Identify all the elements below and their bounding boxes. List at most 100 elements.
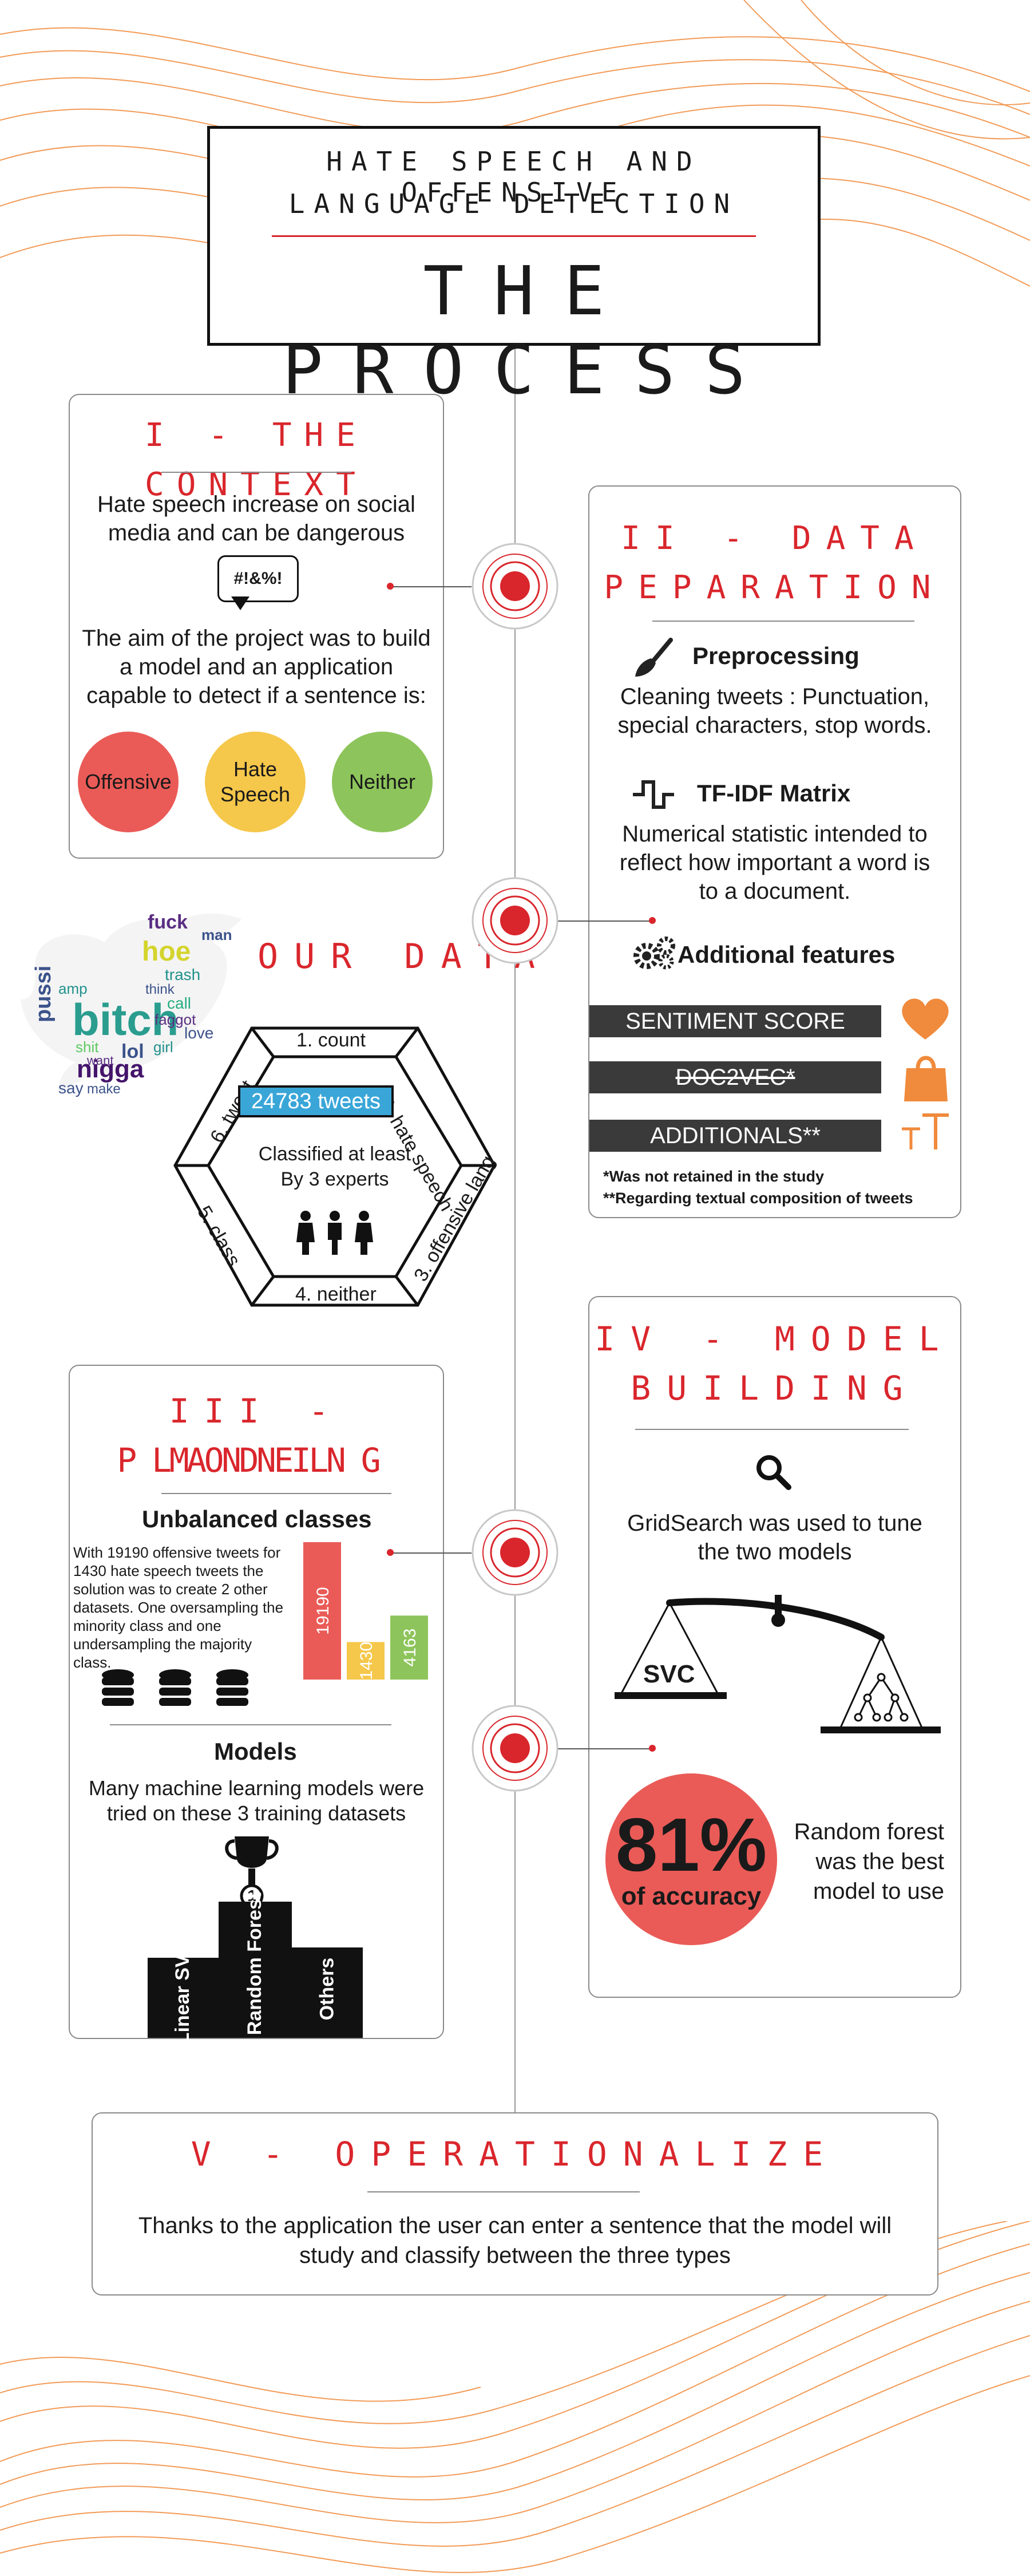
bubble-text: #!&%! [233, 569, 283, 588]
tweet-count-badge: 24783 tweets [238, 1085, 394, 1117]
preparation-heading-line2: PEPARATION [604, 569, 946, 606]
result-text: Random forest was the best model to use [794, 1819, 944, 1904]
preprocessing-title: Preprocessing [692, 642, 859, 669]
podium-linear-svc: Linear SVC [148, 1941, 219, 2044]
operationalize-panel: V - OPERATIONALIZE Thanks to the applica… [92, 2112, 938, 2296]
connector-1 [391, 586, 472, 587]
feature-note-1: *Was not retained in the study [603, 1168, 825, 1185]
word-call: call [167, 994, 191, 1012]
models-text: Many machine learning models were tried … [88, 1776, 425, 1825]
feature-additionals: ADDITIONALS** [589, 1120, 881, 1152]
word-girl: girl [153, 1038, 173, 1056]
podium-random-forest-label: Random Forest [244, 1892, 266, 2036]
bar-offensive-label: 19190 [314, 1587, 332, 1634]
context-intro: Hate speech increase on social media and… [97, 492, 415, 546]
preprocessing-text: Cleaning tweets : Punctuation, special c… [617, 684, 932, 738]
feature-doc2vec: DOC2VEC* [589, 1061, 881, 1093]
unbalanced-title: Unbalanced classes [142, 1506, 372, 1532]
preparation-heading-line1: II - DATA [621, 520, 929, 557]
accuracy-circle: 81% of accuracy [605, 1773, 777, 1945]
class-distribution-chart: 19190 1430 4163 [303, 1542, 428, 1680]
tfidf-title: TF-IDF Matrix [697, 780, 851, 807]
search-icon [756, 1455, 791, 1490]
bar-neither-label: 4163 [401, 1629, 419, 1667]
word-love: love [184, 1024, 213, 1042]
word-trash: trash [165, 966, 200, 983]
word-say: say [58, 1079, 84, 1097]
feature-sentiment-score: SENTIMENT SCORE [589, 1005, 881, 1037]
models-title: Models [214, 1738, 297, 1765]
header-title-line1: HATE SPEECH AND OFFENSIVE [326, 146, 702, 208]
trophy-icon [225, 1836, 279, 1907]
heart-icon [902, 998, 949, 1040]
word-nigga: nigga [77, 1055, 144, 1083]
connector-3-dot [387, 1549, 394, 1556]
word-lol: lol [121, 1041, 144, 1062]
class-offensive: Offensive [78, 732, 179, 832]
word-faggot: faggot [154, 1011, 196, 1028]
tfidf-text: Numerical statistic intended to reflect … [619, 821, 930, 904]
header-box: HATE SPEECH AND OFFENSIVE LANGUAGE DETEC… [207, 126, 821, 409]
balance-scale-icon [615, 1595, 941, 1733]
classified-text: Classified at least By 3 experts [258, 1143, 411, 1190]
unbalanced-text: With 19190 offensive tweets for 1430 hat… [73, 1544, 284, 1671]
word-man: man [201, 926, 232, 943]
operationalize-text: Thanks to the application the user can e… [138, 2213, 892, 2268]
speech-bubble-tail [231, 596, 249, 610]
podium-linear-svc-label: Linear SVC [172, 1940, 194, 2045]
connector-2-dot [649, 917, 656, 924]
preparation-panel: II - DATA PEPARATION Preprocessing Clean… [588, 485, 961, 1218]
word-think: think [145, 982, 175, 997]
connector-4-dot [649, 1745, 656, 1752]
header-divider [272, 235, 756, 237]
timeline-node-2 [472, 877, 558, 964]
svc-label: SVC [643, 1660, 695, 1688]
word-bitch: bitch [72, 994, 179, 1045]
hex-label-count: 1. count [296, 1029, 366, 1051]
podium-rank: 1 [247, 1887, 256, 1905]
bar-hate-speech [347, 1642, 385, 1680]
bar-offensive [303, 1542, 341, 1680]
connector-4 [555, 1748, 652, 1749]
planning-heading-line1: III - MODEL [169, 1392, 344, 1480]
gridsearch-text: GridSearch was used to tune the two mode… [627, 1511, 922, 1564]
context-rule [161, 472, 351, 473]
building-heading-line2: BUILDING [631, 1369, 919, 1408]
connector-1-dot [387, 583, 394, 590]
word-pussi: pussi [31, 966, 56, 1022]
operationalize-rule [367, 2191, 640, 2192]
podium-random-forest: Random Forest [219, 1893, 292, 2038]
connector-3 [391, 1552, 472, 1554]
brush-icon [635, 638, 673, 677]
podium-others-label: Others [316, 1957, 338, 2021]
decorative-waves-bottom [0, 2221, 1030, 2573]
header-main-title: THE PROCESS [282, 251, 775, 409]
operationalize-heading: V - OPERATIONALIZE [191, 2135, 839, 2174]
data-hexagon [173, 1026, 496, 1307]
planning-heading-line2: PLANNING [117, 1441, 396, 1480]
timeline-line [514, 343, 516, 2112]
text-size-icon [902, 1113, 949, 1149]
signal-icon [633, 780, 674, 809]
word-hoe: hoe [142, 937, 191, 967]
word-want: want [86, 1053, 113, 1068]
hex-label-neither: 4. neither [295, 1283, 377, 1305]
accuracy-label: of accuracy [621, 1882, 762, 1910]
shopping-bag-icon [904, 1056, 948, 1101]
bar-neither [390, 1615, 428, 1680]
speech-bubble: #!&%! [217, 555, 299, 602]
context-aim: The aim of the project was to build a mo… [82, 626, 431, 708]
database-icons [102, 1669, 248, 1706]
planning-rule [161, 1493, 391, 1494]
word-shit: shit [76, 1038, 99, 1056]
class-hate-speech: Hate Speech [205, 732, 306, 832]
building-rule [635, 1429, 909, 1430]
bar-hate-speech-label: 1430 [357, 1642, 376, 1680]
experts-icon [296, 1211, 373, 1255]
timeline-node-4 [472, 1705, 558, 1792]
preparation-rule [652, 621, 914, 622]
word-amp: amp [58, 980, 88, 997]
feature-note-2: **Regarding textual composition of tweet… [603, 1190, 913, 1207]
planning-rule-2 [110, 1724, 391, 1725]
context-panel: I - THE CONTEXT Hate speech increase on … [69, 394, 444, 859]
